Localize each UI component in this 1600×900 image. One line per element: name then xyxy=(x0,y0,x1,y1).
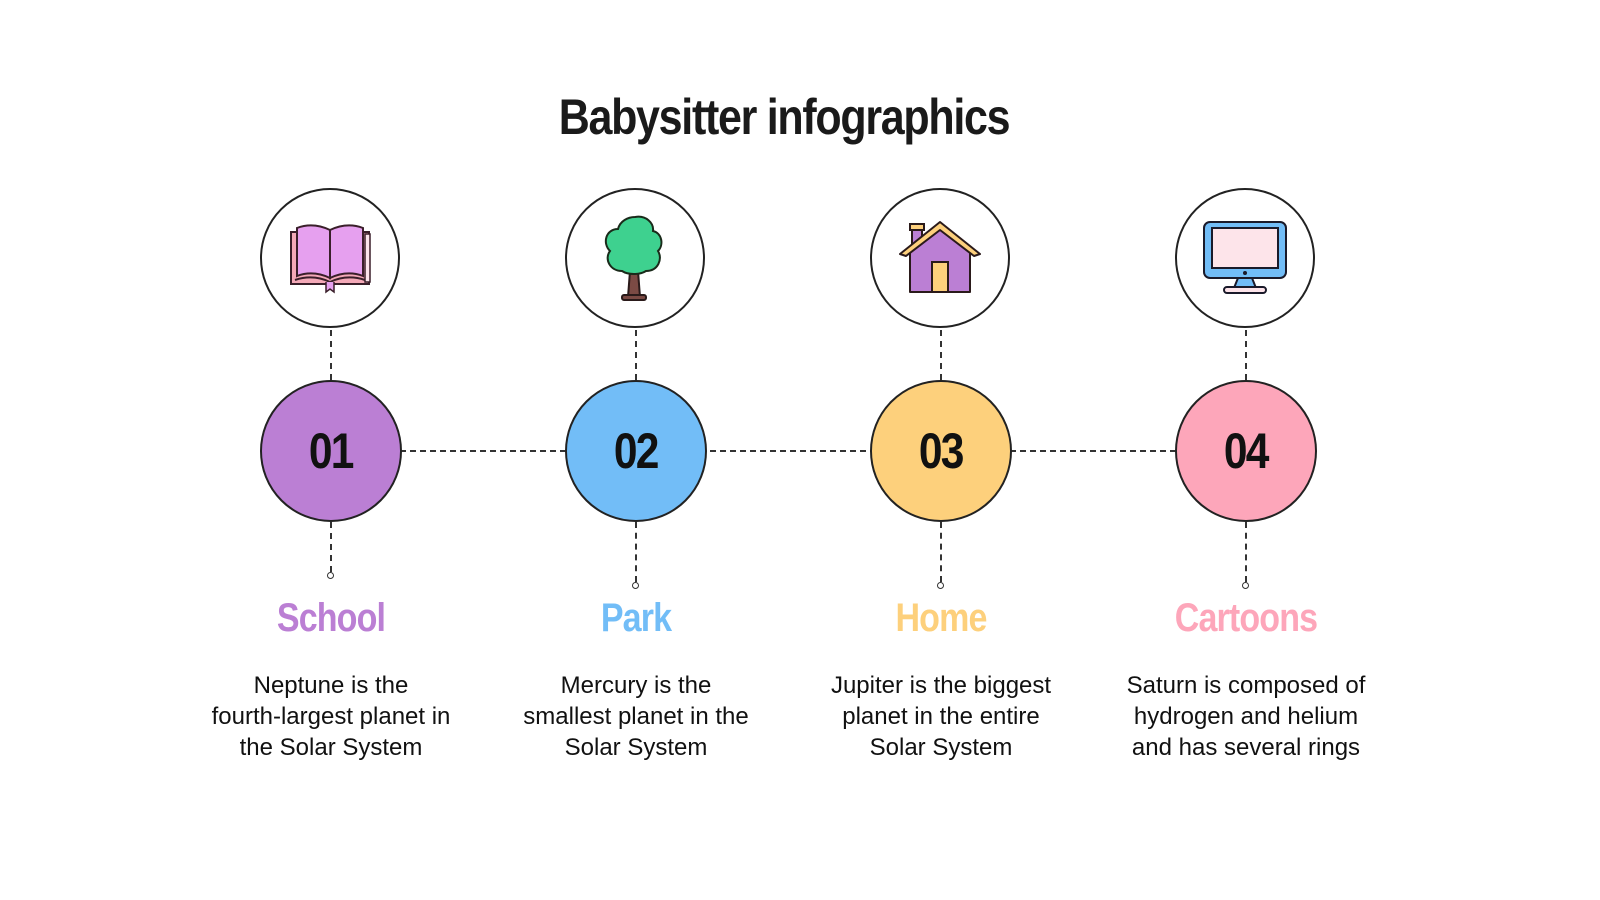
house-icon xyxy=(899,221,981,293)
step-number: 03 xyxy=(919,423,965,479)
number-badge: 03 xyxy=(870,380,1012,522)
connector-bottom xyxy=(635,522,637,582)
step-number: 02 xyxy=(614,423,660,479)
step-description: Jupiter is the biggest planet in the ent… xyxy=(791,670,1091,763)
tree-icon xyxy=(604,215,663,301)
step-number: 04 xyxy=(1224,423,1270,479)
page-title: Babysitter infographics xyxy=(558,89,1011,145)
step-park: 02 Park Mercury is the smallest planet i… xyxy=(486,0,786,900)
timeline-connector xyxy=(330,450,1246,452)
connector-bottom xyxy=(1245,522,1247,582)
connector-dot xyxy=(327,572,334,579)
step-school: 01 School Neptune is the fourth-largest … xyxy=(181,0,481,900)
connector-dot xyxy=(937,582,944,589)
icon-circle xyxy=(565,188,705,328)
number-badge: 01 xyxy=(260,380,402,522)
desc-line: and has several rings xyxy=(1131,734,1361,761)
connector-dot xyxy=(632,582,639,589)
number-badge: 04 xyxy=(1175,380,1317,522)
icon-circle xyxy=(1175,188,1315,328)
desc-line: Mercury is the xyxy=(560,672,712,699)
monitor-icon xyxy=(1203,221,1287,294)
step-label: Home xyxy=(895,596,987,640)
desc-line: the Solar System xyxy=(239,734,423,761)
desc-line: Neptune is the xyxy=(253,672,409,699)
step-label: Park xyxy=(600,596,672,640)
desc-line: planet in the entire xyxy=(842,703,1040,730)
desc-line: Solar System xyxy=(869,734,1013,761)
step-label: School xyxy=(276,596,386,640)
step-description: Saturn is composed of hydrogen and heliu… xyxy=(1096,670,1396,763)
desc-line: hydrogen and helium xyxy=(1133,703,1359,730)
step-description: Neptune is the fourth-largest planet in … xyxy=(181,670,481,763)
step-home: 03 Home Jupiter is the biggest planet in… xyxy=(791,0,1091,900)
desc-line: Jupiter is the biggest xyxy=(830,672,1052,699)
connector-top xyxy=(940,330,942,380)
desc-line: fourth-largest planet in xyxy=(211,703,451,730)
number-badge: 02 xyxy=(565,380,707,522)
connector-top xyxy=(330,330,332,380)
step-description: Mercury is the smallest planet in the So… xyxy=(486,670,786,763)
icon-circle xyxy=(870,188,1010,328)
connector-top xyxy=(635,330,637,380)
step-cartoons: 04 Cartoons Saturn is composed of hydrog… xyxy=(1096,0,1396,900)
book-icon xyxy=(290,224,371,294)
connector-bottom xyxy=(330,522,332,572)
connector-dot xyxy=(1242,582,1249,589)
connector-top xyxy=(1245,330,1247,380)
step-number: 01 xyxy=(309,423,355,479)
connector-bottom xyxy=(940,522,942,582)
desc-line: smallest planet in the xyxy=(523,703,749,730)
desc-line: Solar System xyxy=(564,734,708,761)
step-label: Cartoons xyxy=(1174,596,1318,640)
desc-line: Saturn is composed of xyxy=(1126,672,1366,699)
icon-circle xyxy=(260,188,400,328)
